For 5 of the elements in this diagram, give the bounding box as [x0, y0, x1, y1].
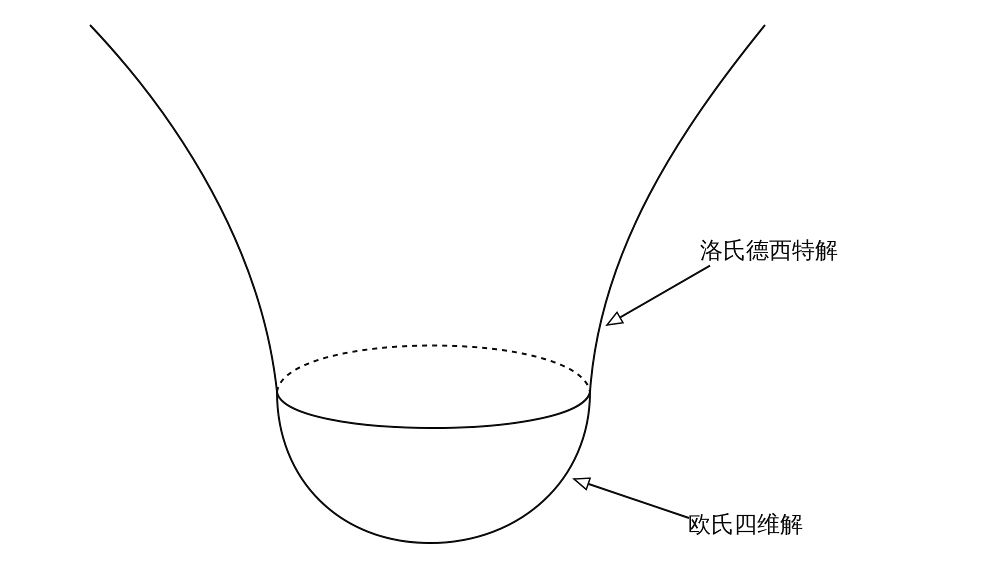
annotation-label: 欧氏四维解	[688, 512, 803, 540]
leader-arrow	[606, 264, 710, 326]
leader-arrow	[573, 477, 690, 519]
annotation-label: 洛氏德西特解	[700, 238, 838, 266]
hemisphere-drawing	[276, 391, 591, 544]
